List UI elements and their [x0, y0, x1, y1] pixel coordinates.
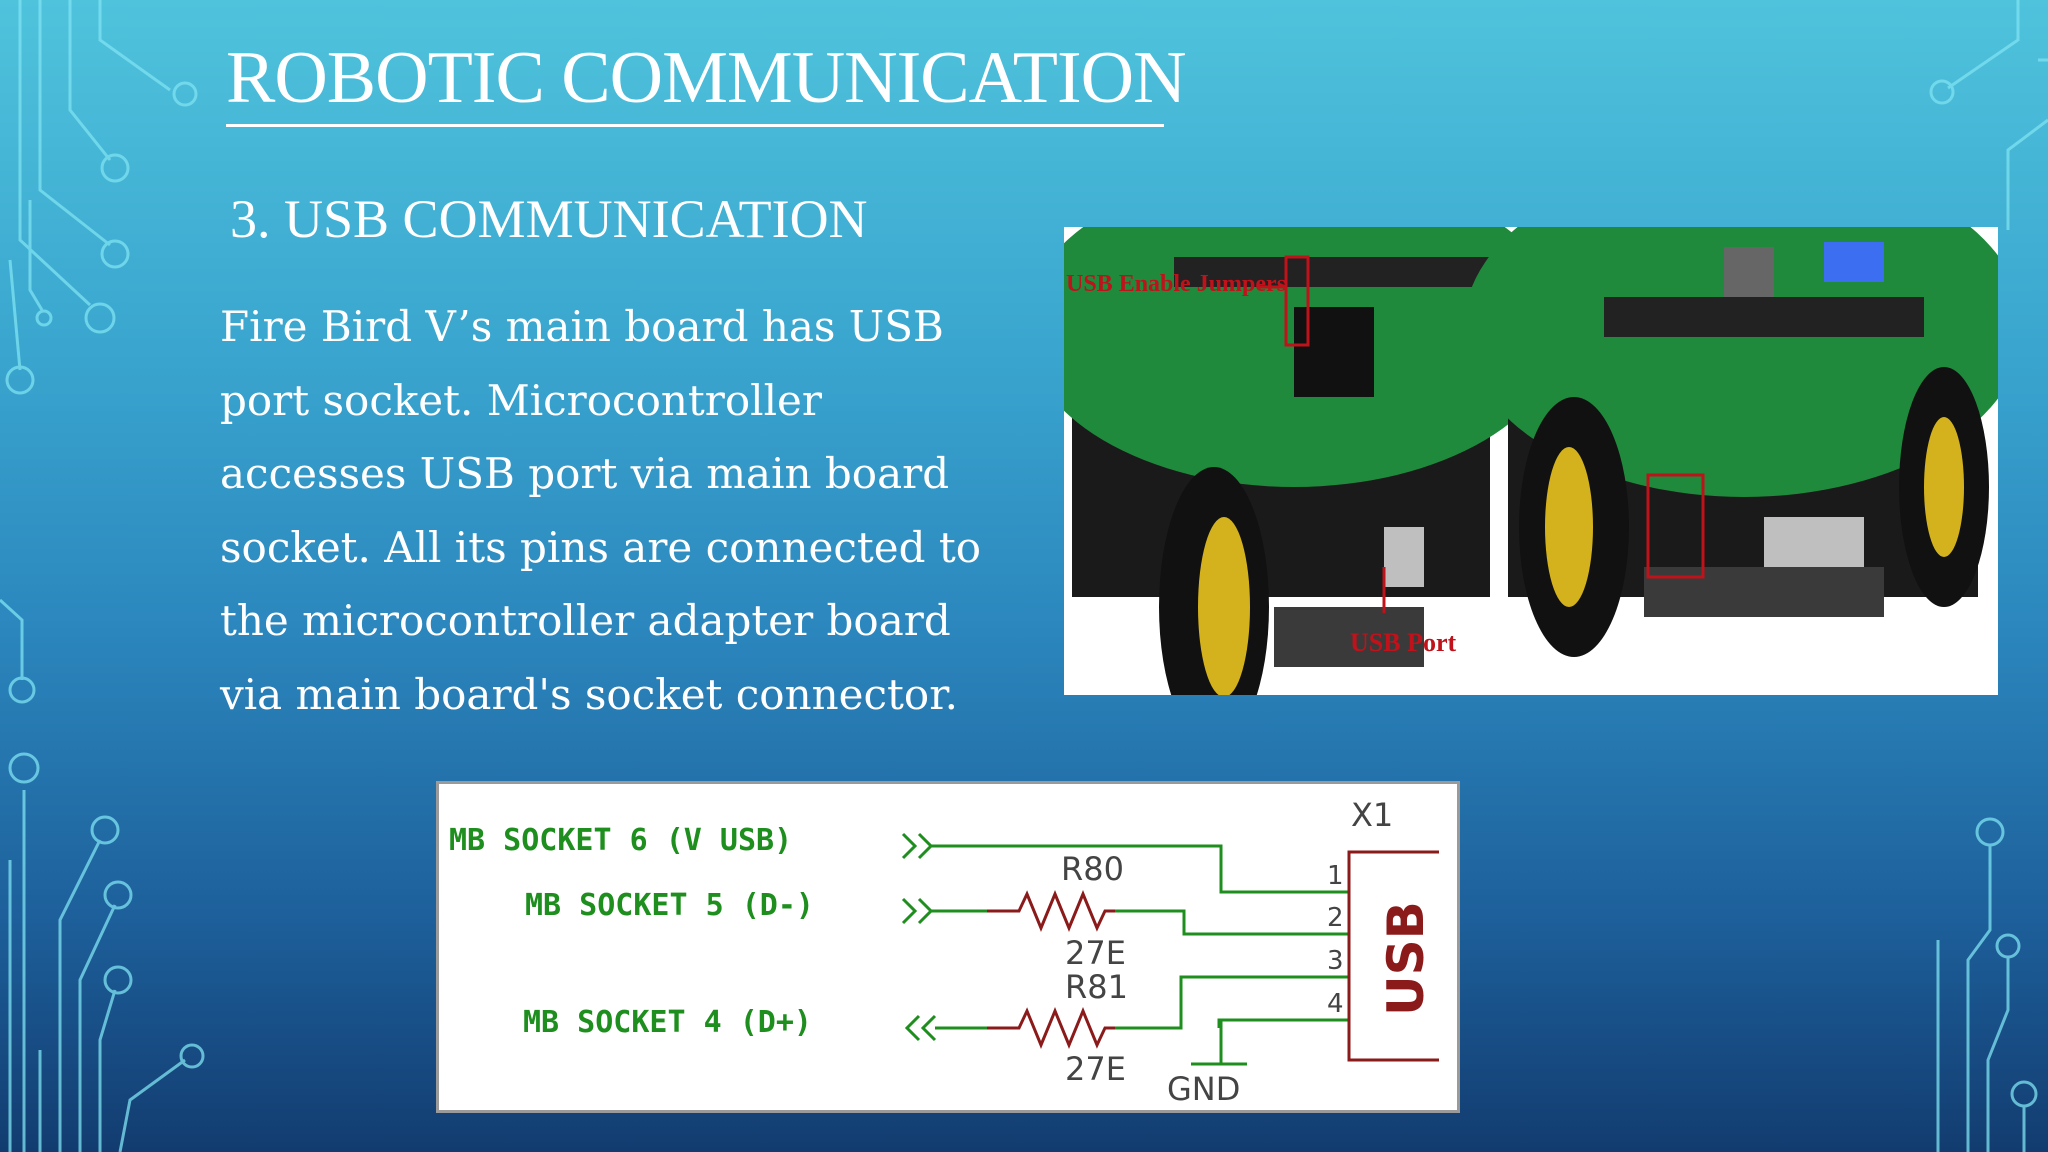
- body-paragraph: Fire Bird V’s main board has USB port so…: [220, 290, 1020, 731]
- title-underline: [226, 124, 1164, 127]
- r80-value: 27E: [1065, 934, 1126, 972]
- body-line: socket. All its pins are connected to: [220, 522, 982, 572]
- usb-port-label: USB Port: [1350, 628, 1457, 657]
- circuit-decoration-left: [0, 0, 205, 1152]
- port-highlight-box: [1646, 473, 1705, 579]
- pin-2: 2: [1327, 903, 1344, 933]
- usb-enable-jumpers-label: USB Enable Jumpers: [1066, 271, 1286, 297]
- pin-3: 3: [1327, 946, 1344, 976]
- body-line: port socket. Microcontroller: [220, 375, 822, 425]
- pin-4: 4: [1327, 989, 1344, 1019]
- net-label-dminus: MB SOCKET 5 (D-): [525, 888, 814, 923]
- body-line: the microcontroller adapter board: [220, 596, 951, 645]
- gnd-label: GND: [1167, 1070, 1240, 1108]
- body-line: accesses USB port via main board: [220, 449, 950, 498]
- circuit-decoration-right: [1929, 0, 2048, 1152]
- net-label-vusb: MB SOCKET 6 (V USB): [449, 823, 792, 858]
- robot-left-image: [1064, 227, 1564, 695]
- slide-title: ROBOTIC COMMUNICATION: [226, 37, 1187, 119]
- body-line: via main board's socket connector.: [220, 669, 959, 719]
- robot-board-photo: USB Enable Jumpers USB Port: [1064, 227, 1998, 695]
- connector-ref: X1: [1351, 796, 1393, 834]
- connector-name: USB: [1377, 901, 1435, 1016]
- body-line: Fire Bird V’s main board has USB: [220, 302, 944, 351]
- jumper-highlight-box: [1284, 255, 1310, 347]
- usb-schematic: MB SOCKET 6 (V USB) MB SOCKET 5 (D-) MB …: [436, 781, 1460, 1113]
- r81-value: 27E: [1065, 1050, 1126, 1088]
- pin-1: 1: [1327, 861, 1344, 891]
- robot-right-image: [1464, 227, 1998, 657]
- r80-ref: R80: [1061, 850, 1124, 888]
- net-label-dplus: MB SOCKET 4 (D+): [523, 1005, 812, 1040]
- r81-ref: R81: [1065, 968, 1128, 1006]
- section-heading: 3. USB COMMUNICATION: [230, 189, 868, 249]
